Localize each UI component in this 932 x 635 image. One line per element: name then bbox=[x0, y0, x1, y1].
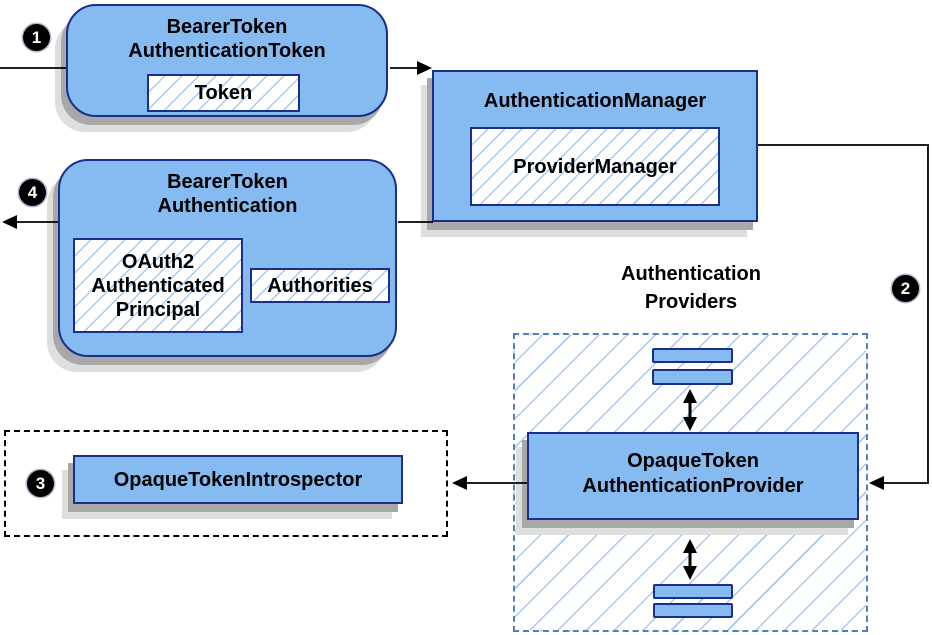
node-opaque-token-introspector: OpaqueTokenIntrospector bbox=[73, 455, 403, 504]
principal-line: OAuth2 bbox=[121, 250, 195, 273]
oauth2-authenticated-principal-part: OAuth2 Authenticated Principal bbox=[73, 238, 243, 333]
node-title-line: AuthenticationManager bbox=[483, 90, 707, 112]
principal-line: Authenticated bbox=[91, 274, 225, 297]
step-2-number: 2 bbox=[900, 279, 911, 298]
node-title-line: OpaqueTokenIntrospector bbox=[113, 468, 363, 491]
provider-manager-part: ProviderManager bbox=[470, 127, 720, 206]
node-title: AuthenticationManager bbox=[434, 89, 756, 113]
step-4-badge: 4 bbox=[19, 179, 46, 206]
authentication-providers-label: Authentication Providers bbox=[513, 260, 869, 316]
node-title-line: BearerToken bbox=[167, 171, 288, 193]
authentication-providers-label-line: Authentication bbox=[621, 263, 761, 285]
provider-ellipsis-bar bbox=[653, 584, 733, 599]
step-3-badge: 3 bbox=[27, 470, 54, 497]
token-part: Token bbox=[147, 74, 300, 112]
node-title-line: BearerToken bbox=[166, 16, 288, 38]
principal-line: Principal bbox=[115, 298, 201, 321]
provider-ellipsis-bar bbox=[653, 603, 733, 618]
step-2-badge: 2 bbox=[892, 275, 919, 302]
provider-ellipsis-bar bbox=[652, 369, 733, 385]
node-title: BearerToken AuthenticationToken bbox=[68, 15, 386, 63]
step-1-number: 1 bbox=[31, 28, 42, 47]
node-opaque-token-authentication-provider: OpaqueToken AuthenticationProvider bbox=[527, 432, 859, 520]
node-title: BearerToken Authentication bbox=[60, 170, 395, 218]
node-title-line: OpaqueToken bbox=[627, 450, 759, 472]
token-part-label: Token bbox=[194, 82, 253, 104]
arrow-token-to-authentication-manager bbox=[390, 61, 432, 75]
node-title-line: AuthenticationToken bbox=[128, 40, 326, 62]
authorities-part: Authorities bbox=[250, 268, 390, 303]
provider-manager-label: ProviderManager bbox=[513, 155, 677, 178]
node-authentication-manager: AuthenticationManager ProviderManager bbox=[432, 70, 758, 222]
node-bearer-token-authentication: BearerToken Authentication OAuth2 Authen… bbox=[58, 159, 397, 357]
introspector-frame bbox=[4, 430, 448, 537]
authorities-label: Authorities bbox=[267, 274, 373, 297]
node-bearer-token-authentication-token: BearerToken AuthenticationToken Token bbox=[66, 4, 388, 117]
step-1-badge: 1 bbox=[23, 24, 50, 51]
node-title-line: AuthenticationProvider bbox=[582, 475, 804, 497]
authentication-providers-label-line: Providers bbox=[644, 291, 738, 313]
node-title-line: Authentication bbox=[157, 195, 298, 217]
arrow-authentication-out bbox=[2, 215, 58, 229]
provider-ellipsis-bar bbox=[652, 348, 733, 363]
step-3-number: 3 bbox=[35, 474, 46, 493]
step-4-number: 4 bbox=[27, 183, 38, 202]
node-title: OpaqueToken AuthenticationProvider bbox=[529, 449, 857, 499]
